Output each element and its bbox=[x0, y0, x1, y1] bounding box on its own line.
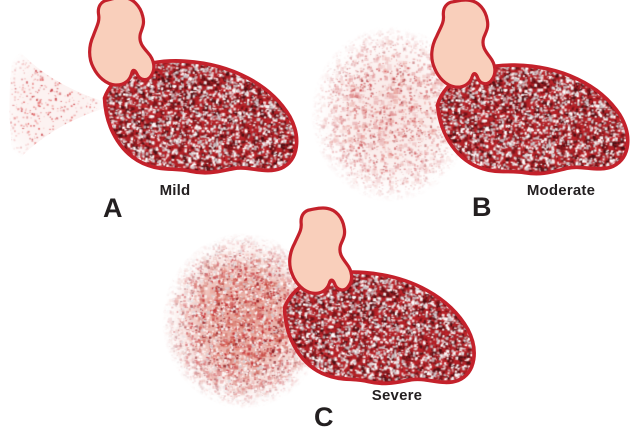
panel-b-caption: Moderate bbox=[506, 182, 616, 199]
panel-b-art bbox=[309, 0, 631, 204]
panel-a-letter: A bbox=[103, 194, 123, 222]
panel-c-letter: C bbox=[314, 403, 334, 431]
panel-a-art bbox=[10, 0, 303, 181]
panel-b-letter: B bbox=[472, 193, 492, 221]
heart-a bbox=[88, 0, 155, 86]
heart-c bbox=[289, 207, 354, 295]
panel-c-caption: Severe bbox=[347, 387, 447, 404]
heart-b bbox=[431, 0, 498, 88]
panel-c-art bbox=[160, 207, 482, 411]
panel-a-caption: Mild bbox=[125, 182, 225, 199]
